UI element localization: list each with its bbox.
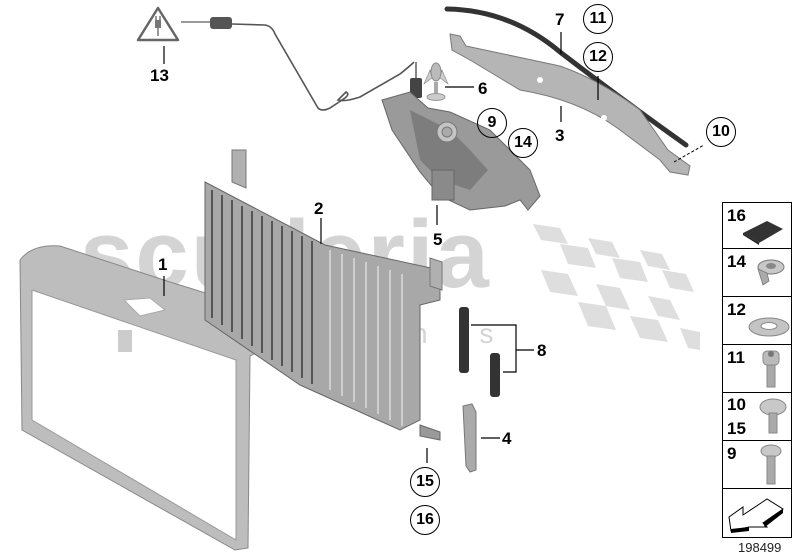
mascot-mechanism xyxy=(381,91,541,211)
circled-callout-11: 11 xyxy=(583,4,613,34)
legend-label: 14 xyxy=(727,252,746,271)
seal-long xyxy=(459,307,469,373)
circled-callout-10: 10 xyxy=(706,117,736,147)
flange-screw-icon xyxy=(760,444,782,485)
connector-plug xyxy=(210,17,232,29)
callout-6: 6 xyxy=(478,79,488,98)
small-parts-legend: 16 14 12 11 xyxy=(722,202,792,538)
callout-2: 2 xyxy=(314,199,324,218)
circled-callout-15: 15 xyxy=(410,467,440,497)
legend-label: 9 xyxy=(727,444,737,463)
arrow-icon xyxy=(728,498,784,533)
callout-7: 7 xyxy=(555,10,565,29)
clip-nut-icon xyxy=(757,259,785,286)
callout-3: 3 xyxy=(555,126,565,145)
legend-label: 10 xyxy=(727,395,746,414)
seal-strip xyxy=(444,6,689,148)
legend-label: 16 xyxy=(727,206,746,225)
legend-label: 15 xyxy=(727,419,746,438)
legend-cell-arrow xyxy=(723,489,791,537)
legend-cell-12: 12 xyxy=(723,297,791,345)
legend-cell-11: 11 xyxy=(723,345,791,393)
circled-callout-16: 16 xyxy=(410,505,440,535)
callout-5: 5 xyxy=(433,230,443,249)
legend-label: 11 xyxy=(727,348,745,367)
circled-callout-14: 14 xyxy=(508,128,538,158)
legend-cell-14: 14 xyxy=(723,249,791,297)
legend-cell-9: 9 xyxy=(723,441,791,489)
rubber-pad-icon xyxy=(743,221,783,245)
legend-label: 12 xyxy=(727,300,746,319)
callout-8: 8 xyxy=(537,341,547,360)
callout-13: 13 xyxy=(150,66,169,85)
socket-bolt-icon xyxy=(762,350,780,388)
washer-icon xyxy=(748,317,790,337)
legend-cell-16: 16 xyxy=(723,203,791,249)
checkered-flag-watermark xyxy=(533,224,700,350)
mascot-figure xyxy=(423,62,449,101)
seal-short xyxy=(490,353,500,397)
diagram-number: 198499 xyxy=(738,540,782,555)
callout-4: 4 xyxy=(502,429,512,448)
circled-callout-12: 12 xyxy=(583,42,613,72)
connector-warning-icon xyxy=(136,6,180,42)
circled-callout-9: 9 xyxy=(477,108,507,138)
callout-1: 1 xyxy=(158,255,168,274)
legend-cell-10-15: 10 15 xyxy=(723,393,791,441)
radiator-grille xyxy=(204,149,443,441)
pan-screw-icon xyxy=(759,398,787,434)
